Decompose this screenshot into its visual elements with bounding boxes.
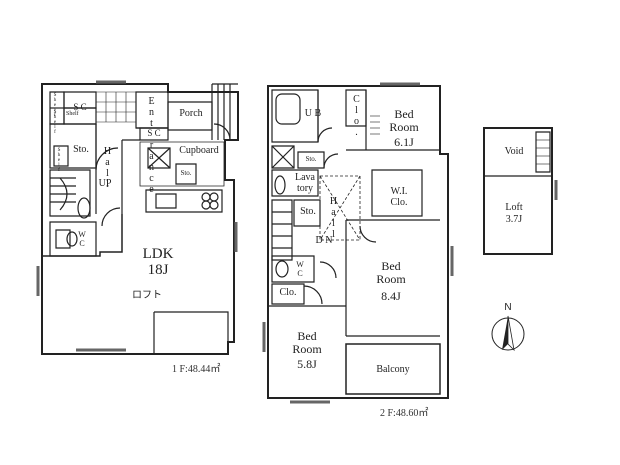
bed1-size: 6.1J	[394, 135, 414, 149]
wc-label-2f: W C	[296, 260, 304, 278]
entrance-label: Ent rance	[146, 96, 157, 195]
wc-label-1f: W C	[78, 230, 86, 248]
compass-north-label: N	[504, 302, 512, 313]
hall-label-2f: Hall	[328, 196, 339, 240]
bed2-name: Bed Room	[376, 259, 406, 287]
sto-main-label: Sto.	[73, 144, 89, 155]
wiclo-label: W.I. Clo.	[390, 186, 408, 208]
loft-walls	[484, 128, 556, 254]
ub-label: U B	[304, 108, 322, 119]
bed2-size: 8.4J	[381, 289, 401, 303]
hall-label-1f: Hall	[102, 146, 113, 190]
bed3-name: Bed Room	[292, 329, 322, 357]
bed3-size: 5.8J	[297, 357, 317, 371]
shelf-label-1: Shelf	[52, 93, 58, 118]
dn-label: D N	[315, 235, 333, 246]
sto-label-2f: Sto.	[300, 206, 316, 217]
floor1-area: 1 F:48.44㎡	[172, 364, 221, 375]
shelf-label-2: Shelf	[52, 110, 58, 135]
lavatory-label: Lava tory	[295, 172, 315, 194]
balcony-label: Balcony	[376, 364, 410, 375]
sto-kitchen-label: Sto.	[180, 169, 192, 177]
sc-top-label: S C	[73, 102, 87, 112]
clo-bottom-label: Clo.	[279, 287, 297, 298]
shelf-label-3: Shelf	[56, 148, 62, 173]
sc-bottom-label: S C	[147, 128, 161, 138]
floor2-walls	[264, 84, 452, 402]
floor2-area: 2 F:48.60㎡	[380, 408, 429, 419]
compass-icon	[492, 316, 524, 350]
loft-size: 3.7J	[505, 214, 523, 225]
cupboard-label: Cupboard	[179, 145, 219, 156]
shelf-label-4: Shelf	[66, 111, 79, 117]
loft-label-1f: ロフト	[132, 290, 162, 301]
floor1-walls	[38, 82, 238, 354]
ldk-name: LDK	[142, 246, 174, 262]
sto-small-label: Sto.	[305, 155, 317, 163]
loft-name: Loft	[505, 202, 523, 213]
bed1-name: Bed Room	[389, 107, 419, 135]
clo-top-label: Clo.	[351, 94, 362, 138]
void-label: Void	[504, 146, 524, 157]
porch-label: Porch	[179, 108, 203, 119]
ldk-size: 18J	[147, 262, 169, 278]
up-label: UP	[98, 178, 112, 189]
